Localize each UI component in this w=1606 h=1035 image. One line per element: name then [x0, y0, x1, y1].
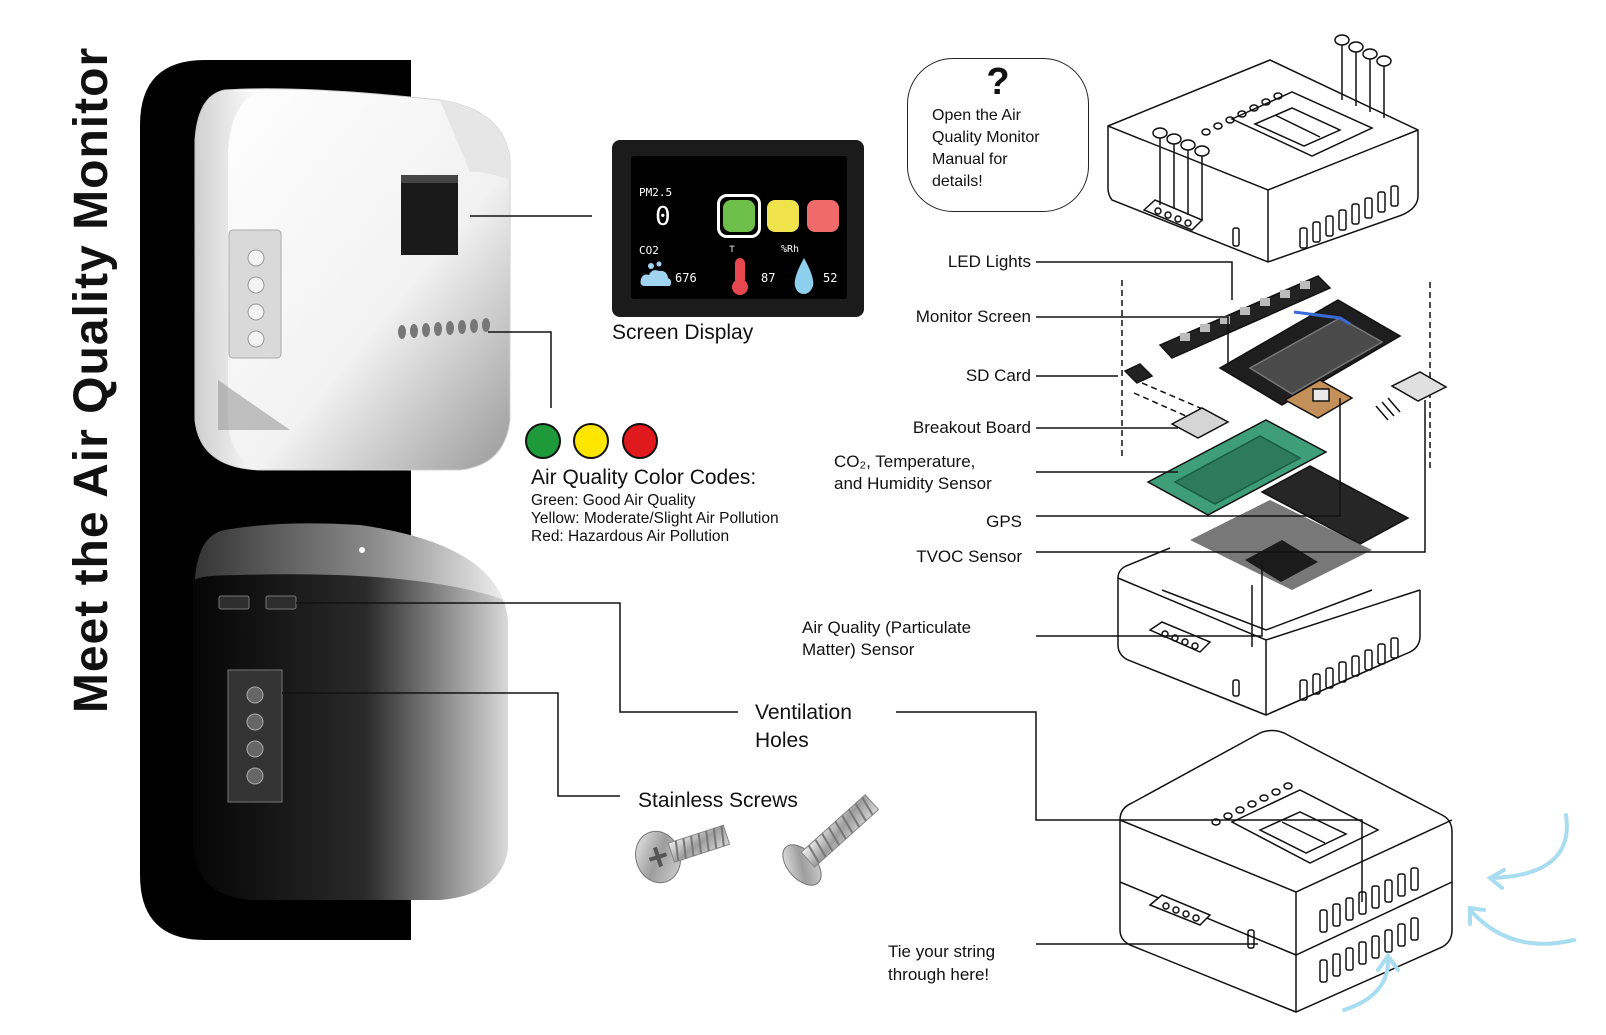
exploded-view: [1107, 34, 1453, 1013]
yellow-indicator: [767, 200, 799, 232]
label-ventilation-line1: Ventilation: [755, 701, 852, 724]
screen-display-inner: PM2.5 0 CO2 676 ⊤ 87 %Rh 52: [631, 156, 847, 299]
label-co2-sensor-line2: and Humidity Sensor: [834, 474, 992, 493]
red-indicator: [807, 200, 839, 232]
label-pm-sensor-line1: Air Quality (Particulate: [802, 618, 972, 637]
label-string-line1: Tie your string: [888, 942, 996, 961]
device-back-view: [193, 523, 508, 900]
pm-label: PM2.5: [639, 186, 673, 199]
label-monitor-screen: Monitor Screen: [915, 307, 1031, 326]
screw-illustration: [635, 793, 880, 886]
label-pm-sensor-line2: Matter) Sensor: [802, 640, 915, 659]
screen-display-panel: PM2.5 0 CO2 676 ⊤ 87 %Rh 52: [612, 140, 864, 317]
temperature-icon-small: ⊤: [729, 244, 736, 255]
page-title: Meet the Air Quality Monitor: [65, 46, 118, 714]
help-text: Open the Air Quality Monitor Manual for …: [932, 107, 1040, 190]
co2-value: 676: [675, 271, 697, 285]
water-drop-icon: [794, 258, 814, 294]
question-mark-icon: ?: [986, 61, 1010, 103]
cloud-icon: [640, 261, 672, 286]
rh-label: %Rh: [781, 244, 800, 255]
color-code-red: Red: Hazardous Air Pollution: [531, 528, 730, 545]
selected-indicator: [717, 194, 761, 238]
screen-display-caption: Screen Display: [612, 321, 754, 344]
green-indicator: [723, 200, 755, 232]
label-string-line2: through here!: [888, 965, 990, 984]
color-codes-heading: Air Quality Color Codes:: [531, 466, 757, 489]
label-led-lights: LED Lights: [947, 252, 1031, 271]
label-co2-sensor-line1: CO₂, Temperature,: [834, 452, 976, 471]
pm-value: 0: [655, 202, 671, 232]
label-sd-card: SD Card: [965, 366, 1031, 385]
color-code-yellow: Yellow: Moderate/Slight Air Pollution: [531, 510, 779, 527]
temperature-value: 87: [761, 271, 776, 285]
rh-value: 52: [823, 271, 838, 285]
help-bubble: ? Open the Air Quality Monitor Manual fo…: [907, 58, 1089, 212]
color-code-green: Green: Good Air Quality: [531, 492, 696, 509]
label-breakout-board: Breakout Board: [912, 418, 1031, 437]
label-stainless-screws: Stainless Screws: [638, 789, 798, 812]
device-front-view: [194, 88, 511, 471]
thermometer-icon: [732, 258, 748, 295]
label-ventilation-line2: Holes: [755, 729, 809, 752]
label-gps: GPS: [986, 512, 1022, 531]
label-tvoc-sensor: TVOC Sensor: [916, 547, 1022, 566]
co2-label: CO2: [639, 244, 659, 257]
